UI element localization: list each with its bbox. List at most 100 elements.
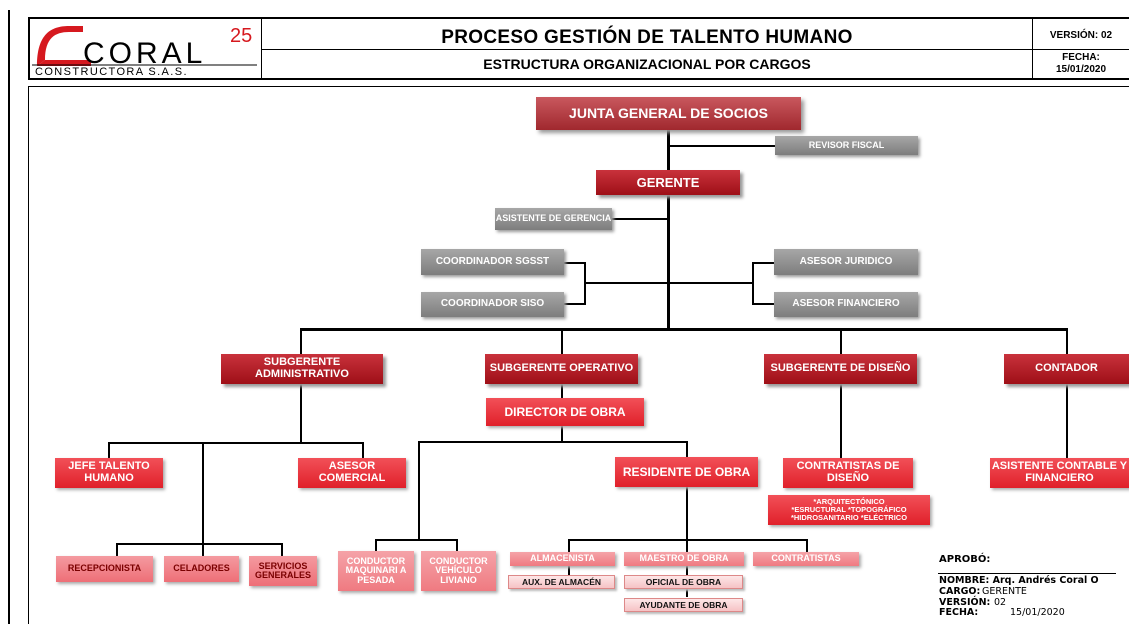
connector — [568, 539, 570, 552]
approval-version-value: 02 — [994, 597, 1007, 608]
ayudante-obra-box: AYUDANTE DE OBRA — [624, 598, 743, 612]
chart-left-border — [28, 86, 29, 624]
asesor-financiero-box: ASESOR FINANCIERO — [774, 292, 918, 317]
connector — [418, 441, 688, 443]
revisor-fiscal-box: REVISOR FISCAL — [775, 136, 918, 155]
connector — [667, 130, 670, 330]
page-left-border — [8, 10, 10, 624]
especialidad-hidrosanitario: *HIDROSANITARIO *ELÉCTRICO — [790, 512, 908, 522]
oficial-obra-box: OFICIAL DE OBRA — [624, 575, 743, 589]
connector — [202, 442, 204, 544]
connector — [752, 303, 774, 305]
connector — [585, 282, 668, 284]
aprobo-label: APROBÓ: — [939, 554, 991, 565]
fecha-label: FECHA: — [1062, 52, 1100, 63]
chart-top-border — [28, 86, 1129, 87]
connector — [116, 543, 282, 545]
asistente-contable-box: ASISTENTE CONTABLE Y FINANCIERO — [990, 458, 1129, 488]
connector — [686, 565, 688, 575]
header-bottom-border — [28, 78, 1129, 80]
connector — [686, 487, 688, 539]
connector — [1066, 328, 1068, 354]
aux-almacen-box: AUX. DE ALMACÉN — [508, 575, 615, 589]
page-subtitle: ESTRUCTURA ORGANIZACIONAL POR CARGOS — [483, 56, 811, 72]
header-left-border — [28, 17, 30, 80]
subgerente-administrativo-box: SUBGERENTE ADMINISTRATIVO — [221, 354, 383, 384]
connector — [752, 262, 754, 304]
especialidad-estructural: *ESRUCTURAL *TOPOGRÁFICO — [791, 505, 907, 515]
subgerente-diseno-box: SUBGERENTE DE DISEÑO — [764, 354, 917, 384]
connector — [375, 539, 457, 541]
connector — [561, 328, 563, 354]
especialidad-arquitectonico: *ARQUITECTÓNICO — [813, 497, 885, 507]
connector — [568, 565, 570, 575]
director-obra-box: DIRECTOR DE OBRA — [486, 398, 644, 426]
contratistas-box: CONTRATISTAS — [753, 552, 859, 566]
page-title: PROCESO GESTIÓN DE TALENTO HUMANO — [441, 27, 853, 48]
connector — [669, 282, 752, 284]
jefe-talento-humano-box: JEFE TALENTO HUMANO — [55, 458, 163, 488]
connector — [686, 539, 688, 552]
connector — [840, 384, 842, 458]
approval-cargo-value: GERENTE — [982, 586, 1027, 597]
almacenista-box: ALMACENISTA — [510, 552, 615, 566]
connector — [612, 218, 668, 220]
conductor-vehiculo-box: CONDUCTOR VEHÍCULO LIVIANO — [421, 551, 496, 591]
asesor-juridico-box: ASESOR JURIDICO — [774, 249, 918, 275]
celadores-box: CELADORES — [164, 556, 239, 582]
contador-box: CONTADOR — [1004, 354, 1129, 384]
connector — [561, 426, 563, 442]
signature-line — [938, 573, 1116, 574]
header-div-meta — [1032, 17, 1033, 80]
conductor-maquinaria-box: CONDUCTOR MAQUINARI A PESADA — [338, 551, 414, 591]
gerente-box: GERENTE — [596, 170, 740, 195]
connector — [840, 328, 842, 354]
connector — [1066, 384, 1068, 458]
connector — [375, 539, 377, 551]
approval-fecha-value: 15/01/2020 — [1010, 607, 1065, 618]
connector — [456, 539, 458, 551]
connector — [564, 303, 586, 305]
logo-subtitle: CONSTRUCTORA S.A.S. — [35, 66, 188, 77]
approval-cargo-label: CARGO: — [939, 586, 981, 597]
connector — [300, 328, 1068, 331]
subgerente-operativo-box: SUBGERENTE OPERATIVO — [485, 354, 638, 384]
connector — [108, 442, 110, 458]
especialidades-box: *ARQUITECTÓNICO *ESRUCTURAL *TOPOGRÁFICO… — [768, 495, 930, 525]
contratistas-diseno-box: CONTRATISTAS DE DISEÑO — [783, 458, 913, 488]
servicios-generales-box: SERVICIOS GENERALES — [249, 556, 317, 586]
connector — [300, 328, 302, 354]
connector — [752, 262, 774, 264]
recepcionista-box: RECEPCIONISTA — [56, 556, 153, 582]
connector — [686, 441, 688, 457]
connector — [564, 262, 586, 264]
coordinador-siso-box: COORDINADOR SISO — [421, 292, 564, 317]
asistente-gerencia-box: ASISTENTE DE GERENCIA — [495, 208, 612, 230]
connector — [561, 384, 563, 398]
logo-number: 25 — [230, 25, 252, 47]
connector — [362, 442, 364, 458]
junta-general-box: JUNTA GENERAL DE SOCIOS — [536, 97, 801, 130]
company-logo: 25 CORAL CONSTRUCTORA S.A.S. — [31, 20, 259, 78]
version-label: VERSIÓN: 02 — [1049, 30, 1113, 41]
connector — [116, 543, 118, 556]
header-top-border — [28, 17, 1129, 19]
approval-fecha-label: FECHA: — [939, 607, 979, 618]
maestro-obra-box: MAESTRO DE OBRA — [624, 552, 744, 566]
fecha-value: 15/01/2020 — [1055, 64, 1107, 75]
connector — [281, 543, 283, 556]
connector — [300, 384, 302, 444]
connector — [806, 539, 808, 552]
residente-obra-box: RESIDENTE DE OBRA — [615, 457, 758, 487]
header-mid-line — [262, 49, 1129, 50]
header-div-logo — [261, 17, 262, 80]
connector — [667, 145, 775, 147]
connector — [686, 588, 688, 597]
connector — [418, 441, 420, 540]
asesor-comercial-box: ASESOR COMERCIAL — [298, 458, 406, 488]
coordinador-sgsst-box: COORDINADOR SGSST — [421, 249, 564, 275]
approval-nombre: NOMBRE: Arq. Andrés Coral O — [939, 575, 1099, 586]
connector — [202, 543, 204, 556]
connector — [108, 442, 364, 444]
approval-version-label: VERSIÓN: — [939, 597, 991, 608]
